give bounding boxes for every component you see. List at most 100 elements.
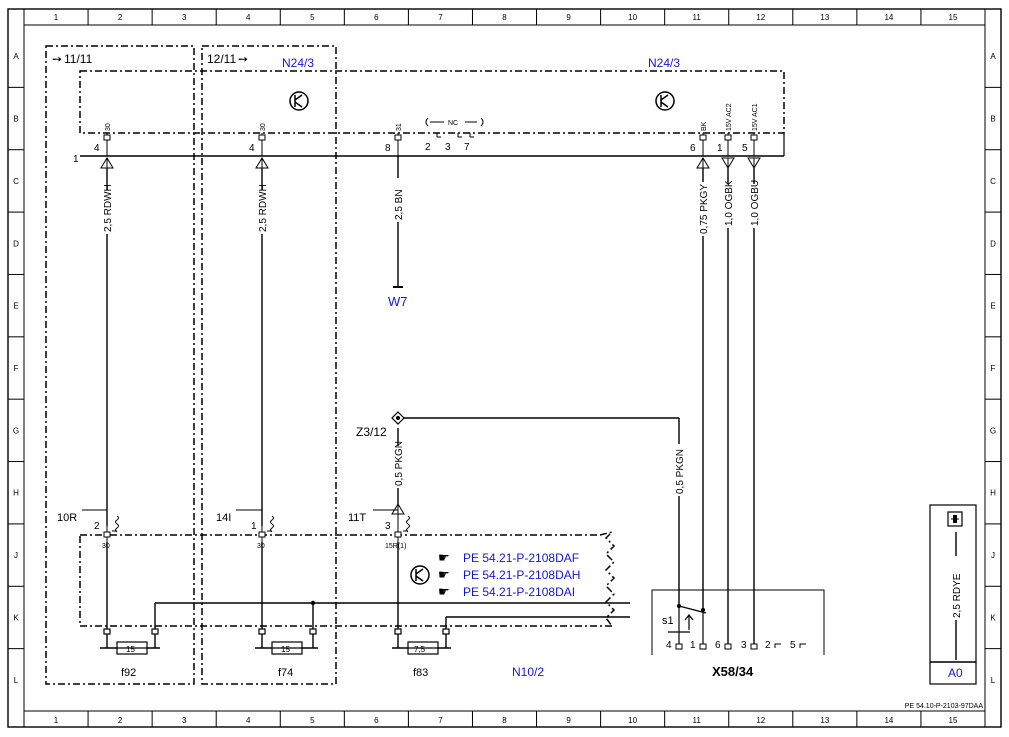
row-label: L	[14, 676, 19, 685]
pointing-hand-icon: ☛	[438, 584, 450, 599]
component-w7-label[interactable]: W7	[388, 294, 408, 309]
transistor-icon	[655, 91, 675, 111]
column-label: 10	[628, 716, 637, 725]
wire-label-1-0-ogbu: 1,0 OGBU	[750, 180, 761, 226]
column-label: 11	[693, 716, 702, 725]
column-label: 10	[628, 13, 637, 22]
reference-link[interactable]: ☛ PE 54.21-P-2108DAH	[438, 567, 580, 582]
row-label: K	[990, 613, 996, 622]
row-label: F	[991, 364, 996, 373]
n10-2-internal-wiring	[106, 542, 630, 648]
row-label: C	[990, 177, 996, 186]
x58-pin-4: 4	[666, 640, 672, 651]
nc-label: NC	[448, 120, 458, 127]
column-label: 3	[182, 716, 187, 725]
switch-s1-label: s1	[662, 615, 674, 627]
column-label: 4	[246, 13, 251, 22]
pin-15v-ac1-label: 15V AC1	[752, 103, 759, 131]
column-label: 7	[438, 13, 443, 22]
row-label: G	[990, 426, 996, 435]
reference-link-text[interactable]: PE 54.21-P-2108DAH	[463, 568, 580, 582]
fuse-f74[interactable]	[255, 628, 318, 655]
row-label: A	[990, 52, 996, 61]
column-label: 9	[566, 716, 571, 725]
column-label: 7	[438, 716, 443, 725]
column-label: 14	[884, 716, 893, 725]
component-x58-34-label[interactable]: X58/34	[712, 664, 754, 679]
wire-label-2-5-rdwh: 2,5 RDWH	[103, 184, 114, 232]
pin-1-label: 1	[251, 521, 257, 532]
pin-4-label: 4	[249, 143, 255, 154]
document-id: PE 54.10-P-2103-97DAA	[905, 703, 984, 710]
row-label: L	[991, 676, 996, 685]
transistor-icon	[410, 565, 430, 585]
column-label: 15	[949, 13, 958, 22]
switch-s1[interactable]	[668, 603, 707, 649]
ref-12-11: 12/11	[207, 52, 236, 66]
fuse-f92[interactable]	[100, 628, 160, 655]
x58-pin-6: 6	[715, 640, 721, 651]
connector-arrows	[100, 157, 761, 169]
row-label: J	[14, 551, 18, 560]
wire-label-1-0-ogbk: 1,0 OGBK	[724, 180, 735, 226]
node-1-label: 1	[73, 154, 79, 165]
row-label: B	[13, 115, 18, 124]
ref-10r: 10R	[57, 512, 77, 524]
reference-link-text[interactable]: PE 54.21-P-2108DAI	[463, 585, 575, 599]
column-label: 1	[54, 13, 59, 22]
wire-label-0-75-pkgy: 0,75 PKGY	[699, 184, 710, 234]
column-label: 8	[502, 13, 507, 22]
ref-arrow-right: ➙	[238, 52, 248, 66]
column-label: 5	[310, 13, 315, 22]
n24-3-module-box	[79, 70, 785, 134]
pin-8-label: 8	[385, 143, 391, 154]
ground-terminal-icon	[947, 511, 963, 527]
column-label: 1	[54, 716, 59, 725]
column-label: 12	[756, 716, 765, 725]
splice-z3-12	[391, 411, 405, 425]
reference-link-list: ☛ PE 54.21-P-2108DAF ☛ PE 54.21-P-2108DA…	[438, 550, 580, 599]
row-label: A	[13, 52, 19, 61]
pin-7-label: 7	[464, 142, 470, 153]
fuse-f83[interactable]	[392, 628, 451, 655]
reference-box-11-11	[45, 45, 195, 685]
pin-30-label: 30	[260, 123, 267, 131]
component-n10-2-label[interactable]: N10/2	[512, 665, 544, 679]
x58-pin-1: 1	[690, 640, 696, 651]
ref-arrow-left: ➙	[52, 52, 62, 66]
x58-pin-5: 5	[790, 640, 796, 651]
reference-link[interactable]: ☛ PE 54.21-P-2108DAF	[438, 550, 579, 565]
ref-11t: 11T	[348, 512, 366, 524]
junction-dot	[310, 600, 316, 606]
row-label: B	[990, 115, 995, 124]
reference-link-text[interactable]: PE 54.21-P-2108DAF	[463, 551, 579, 565]
row-label: K	[13, 613, 19, 622]
contact-springs	[103, 515, 410, 542]
row-label: H	[13, 489, 19, 498]
fuse-f83-value: 7,5	[414, 645, 426, 654]
column-labels: 1122334455667788991010111112121313141415…	[54, 13, 958, 725]
pin-4-label: 4	[94, 143, 100, 154]
ref-14i: 14I	[216, 512, 231, 524]
column-label: 2	[118, 13, 123, 22]
pin-1-label: 1	[717, 143, 723, 154]
n10-2-module-box	[79, 530, 616, 627]
column-label: 14	[884, 13, 893, 22]
component-n24-3-label[interactable]: N24/3	[282, 56, 314, 70]
fuse-f74-value: 15	[281, 645, 290, 654]
wire-label-0-5-pkgn: 0,5 PKGN	[675, 449, 686, 494]
row-label: J	[991, 551, 995, 560]
column-label: 13	[820, 716, 829, 725]
component-n24-3-label-2[interactable]: N24/3	[648, 56, 680, 70]
reference-link[interactable]: ☛ PE 54.21-P-2108DAI	[438, 584, 575, 599]
column-label: 9	[566, 13, 571, 22]
pin-3-label: 3	[445, 142, 451, 153]
pin-2-label: 2	[94, 521, 100, 532]
component-a0-label[interactable]: A0	[948, 666, 963, 680]
column-label: 6	[374, 716, 379, 725]
row-label: C	[13, 177, 19, 186]
a0-box	[929, 504, 977, 685]
pointing-hand-icon: ☛	[438, 550, 450, 565]
x58-34-pins	[675, 640, 806, 650]
